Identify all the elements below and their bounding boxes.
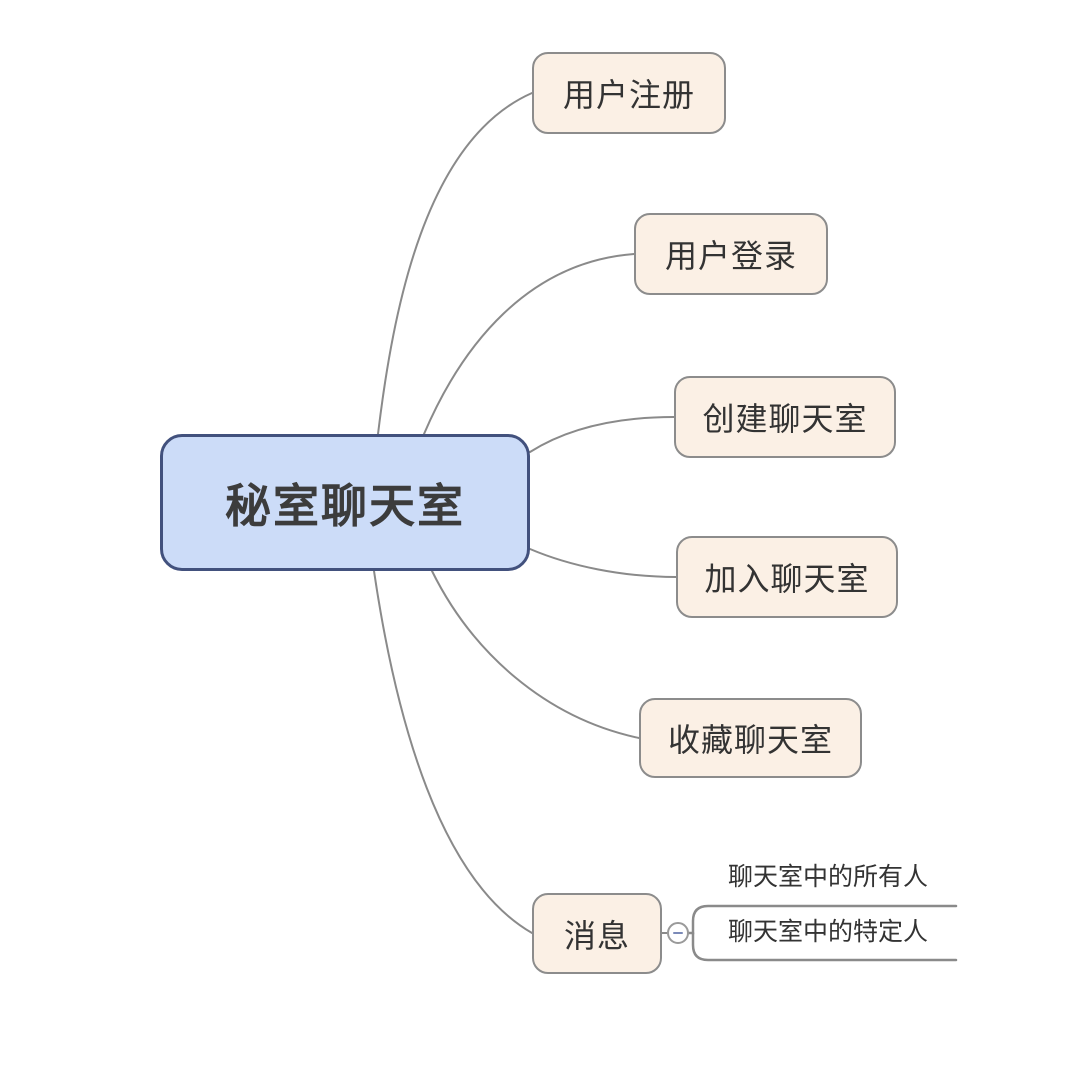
minus-icon: [673, 931, 683, 935]
root-topic-label: 秘室聊天室: [225, 479, 465, 532]
branch-topic-create-chatroom[interactable]: 创建聊天室: [674, 376, 896, 458]
branch-topic-favorite-chatroom[interactable]: 收藏聊天室: [639, 698, 862, 778]
branch-topic-label: 收藏聊天室: [667, 722, 833, 758]
branch-topic-user-register[interactable]: 用户注册: [532, 52, 726, 134]
connector-root-to-create: [529, 416, 675, 453]
branch-topic-label: 消息: [563, 917, 630, 954]
branch-topic-message[interactable]: 消息: [532, 893, 662, 974]
connector-root-to-message: [373, 570, 533, 934]
branch-topic-label: 用户注册: [562, 77, 695, 113]
collapse-button-message[interactable]: [667, 922, 689, 944]
subtopic-everyone-in-chatroom[interactable]: 聊天室中的所有人: [727, 863, 928, 891]
connector-root-to-favorite: [431, 570, 640, 739]
connector-root-to-register: [377, 92, 533, 435]
branch-topic-join-chatroom[interactable]: 加入聊天室: [676, 536, 898, 618]
subtopic-specific-person-in-chatroom[interactable]: 聊天室中的特定人: [727, 918, 928, 946]
branch-topic-label: 用户登录: [664, 238, 797, 274]
branch-topic-label: 创建聊天室: [702, 401, 868, 437]
connector-root-to-login: [423, 253, 635, 435]
root-topic-secret-chatroom[interactable]: 秘室聊天室: [160, 434, 530, 571]
branch-topic-user-login[interactable]: 用户登录: [634, 213, 828, 295]
branch-topic-label: 加入聊天室: [704, 561, 870, 597]
connector-root-to-join: [529, 548, 677, 578]
